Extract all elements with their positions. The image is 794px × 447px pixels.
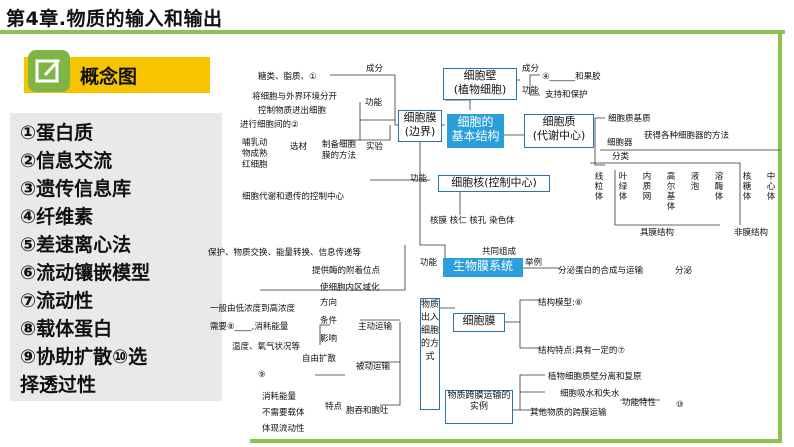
answer-7: ⑦流动性: [20, 290, 94, 312]
label-control: 控制物质进出细胞: [258, 106, 327, 116]
label-mammal: 哺乳动物成熟红细胞: [242, 138, 268, 170]
label-method: 获得各种细胞器的方法: [644, 131, 730, 141]
label-example: 举例: [525, 258, 543, 268]
title-underline: [0, 30, 410, 34]
label-experiment: 实验: [366, 142, 384, 152]
biomembrane-box: 生物膜系统: [443, 258, 523, 277]
label-ten: ⑩: [676, 400, 684, 410]
cytoplasm-box: 细胞质 (代谢中心): [524, 114, 594, 148]
label-classify: 分类: [612, 152, 630, 162]
label-composition: 成分: [366, 64, 384, 74]
answer-3: ③遗传信息库: [20, 178, 132, 200]
label-direction: 方向: [320, 298, 338, 308]
label-need: 需要⑧____,消耗能量: [210, 322, 289, 332]
label-energy: 消耗能量: [262, 392, 297, 402]
label-wall-function: 支持和保护: [545, 90, 588, 100]
answers-panel: [10, 113, 222, 401]
bottom-rail: [250, 439, 782, 443]
examples-box: 物质跨膜运输的实例: [445, 390, 513, 424]
header-bar: 第4章.物质的输入和输出: [0, 0, 794, 34]
label-material: 选材: [290, 142, 308, 152]
answer-6: ⑥流动镶嵌模型: [20, 262, 151, 284]
label-secrete-arrow: 分泌: [675, 266, 693, 276]
org-ribosome: 核糖体: [742, 172, 752, 202]
label-feature: 结构特点:具有一定的⑦: [538, 346, 625, 356]
label-func-trait: 功能特性: [622, 398, 657, 408]
label-no-membrane: 非膜结构: [734, 228, 769, 238]
answer-10: 择透过性: [20, 374, 97, 396]
label-wall-composition: ④______和果胶: [542, 72, 601, 82]
label-prepare: 制备细胞膜的方法: [322, 140, 357, 161]
org-chloroplast: 叶绿体: [618, 172, 628, 202]
label-influence: 影响: [320, 334, 338, 344]
basic-structure-box: 细胞的 基本结构: [447, 114, 504, 148]
org-mitochondria: 线粒体: [594, 172, 604, 202]
answer-8: ⑧载体蛋白: [20, 318, 113, 340]
label-matrix: 细胞质基质: [608, 114, 651, 124]
answer-1: ①蛋白质: [20, 122, 94, 144]
answer-5: ⑤差速离心法: [20, 234, 132, 256]
label-trait: 特点: [325, 402, 343, 412]
label-endo: 胞吞和胞吐: [346, 406, 389, 416]
label-separate: 将细胞与外界环境分开: [252, 92, 338, 102]
label-enzyme: 提供酶的附着位点: [312, 266, 381, 276]
org-centrosome: 中心体: [766, 172, 776, 202]
label-has-membrane: 具膜结构: [640, 228, 675, 238]
answer-9: ⑨协助扩散⑩选: [20, 346, 148, 368]
label-sugars: 糖类、脂质、①: [258, 72, 317, 82]
transport-box: 物质出入细胞的方式: [420, 298, 440, 410]
label-secrete: 分泌蛋白的合成与运输: [558, 266, 644, 276]
top-rail: [410, 30, 785, 34]
label-nucleus-parts: 核膜 核仁 核孔 染色体: [430, 216, 515, 226]
org-er: 内质网: [642, 172, 652, 202]
label-condition: 条件: [320, 316, 338, 326]
label-temp: 温度、氧气状况等: [232, 342, 301, 352]
label-water: 细胞吸水和失水: [560, 389, 620, 399]
label-function-2: 功能: [410, 174, 428, 184]
label-function-4: 功能: [420, 258, 438, 268]
answer-2: ②信息交流: [20, 150, 113, 172]
concept-label: 概念图: [80, 66, 138, 88]
org-lysosome: 溶酶体: [714, 172, 724, 202]
org-vacuole: 液泡: [690, 172, 700, 192]
cell-membrane-box: 细胞膜: [453, 313, 505, 332]
label-joint: 共同组成: [482, 247, 517, 257]
nucleus-box: 细胞核(控制中心): [438, 175, 550, 192]
label-function-1: 功能: [365, 98, 383, 108]
label-nine: ⑨: [258, 370, 266, 380]
label-other: 其他物质的跨膜运输: [530, 408, 607, 418]
cell-wall-box: 细胞壁 (植物细胞): [443, 68, 517, 100]
label-composition-2: 成分: [522, 64, 540, 74]
label-communicate: 进行细胞间的②: [240, 120, 299, 130]
membrane-box: 细胞膜 (边界): [398, 110, 442, 142]
label-function-3: 功能: [522, 86, 540, 96]
label-plasmolysis: 植物细胞质壁分离和复原: [548, 372, 642, 382]
page-title: 第4章.物质的输入和输出: [6, 8, 223, 30]
right-rail: [778, 34, 782, 439]
edit-icon: [28, 50, 70, 92]
label-nocarrier: 不需要载体: [262, 408, 305, 418]
label-active: 主动运输: [358, 322, 393, 332]
label-free: 自由扩散: [302, 354, 337, 364]
label-model: 结构模型:⑥: [538, 298, 583, 308]
label-low-high: 一般由低浓度到高浓度: [210, 304, 296, 314]
label-fluid: 体现流动性: [262, 424, 305, 434]
answer-4: ④纤维素: [20, 206, 94, 228]
label-protect: 保护、物质交换、能量转换、信息传递等: [208, 248, 362, 258]
org-golgi: 高尔基体: [666, 172, 676, 212]
label-region: 使细胞内区域化: [320, 283, 380, 293]
label-nucleus-function: 细胞代谢和遗传的控制中心: [242, 192, 345, 202]
label-organelle: 细胞器: [607, 138, 633, 148]
label-passive: 被动运输: [356, 362, 391, 372]
